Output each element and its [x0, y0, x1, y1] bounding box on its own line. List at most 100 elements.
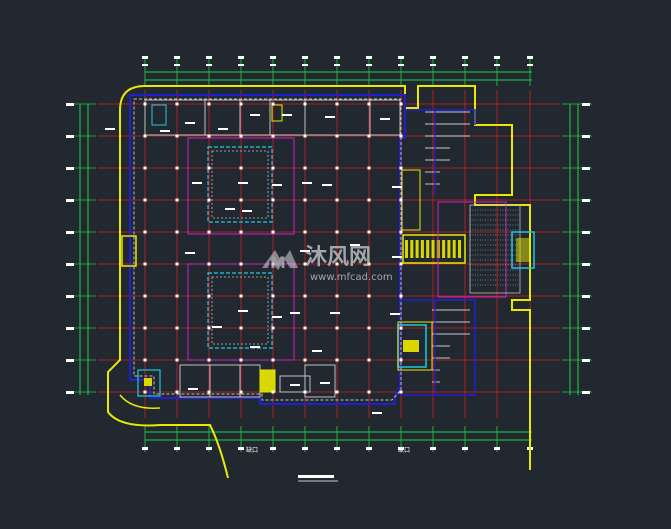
dim-text-mark — [238, 64, 244, 66]
column — [399, 390, 403, 394]
parking-ramps — [401, 110, 470, 395]
column — [367, 166, 371, 170]
column — [303, 102, 307, 106]
column — [335, 262, 339, 266]
dim-text-mark — [66, 199, 74, 202]
dim-text-mark — [270, 447, 276, 450]
dim-text-mark — [398, 64, 404, 66]
dim-text-mark — [527, 56, 533, 59]
column — [271, 358, 275, 362]
room-label-mark — [238, 310, 248, 312]
column — [143, 198, 147, 202]
stair-tread — [447, 240, 451, 258]
room-label-mark — [218, 128, 228, 130]
room-label-mark — [320, 382, 330, 384]
room-label-mark — [160, 130, 170, 132]
room-label-mark — [380, 118, 390, 120]
room-label-mark — [272, 316, 282, 318]
atrium-voids — [207, 146, 273, 349]
column — [335, 390, 339, 394]
stair-tread — [452, 240, 456, 258]
column — [335, 134, 339, 138]
column — [303, 166, 307, 170]
room-label-mark — [105, 128, 115, 130]
column — [175, 198, 179, 202]
column — [143, 134, 147, 138]
watermark-url: www.mfcad.com — [310, 272, 393, 283]
dim-text-mark — [66, 327, 74, 330]
column — [399, 326, 403, 330]
column — [271, 294, 275, 298]
dim-text-mark — [174, 56, 180, 59]
column — [335, 294, 339, 298]
column — [175, 326, 179, 330]
room-label-mark — [185, 122, 195, 124]
room-label-mark — [312, 350, 322, 352]
column — [175, 390, 179, 394]
room-label-mark — [272, 184, 282, 186]
column — [335, 102, 339, 106]
room-label-mark — [350, 244, 360, 246]
column — [367, 294, 371, 298]
stair-tread — [426, 240, 430, 258]
column — [239, 390, 243, 394]
dim-text-mark — [142, 447, 148, 450]
column — [175, 358, 179, 362]
column — [367, 390, 371, 394]
column — [399, 102, 403, 106]
svg-text:M: M — [270, 253, 286, 272]
column — [303, 262, 307, 266]
column — [367, 134, 371, 138]
dim-text-mark — [494, 64, 500, 66]
column — [399, 358, 403, 362]
stair-core — [397, 321, 433, 371]
dim-text-mark — [66, 167, 74, 170]
stair-tread — [410, 240, 414, 258]
top-dimension-chain — [142, 56, 533, 86]
dim-text-mark — [238, 56, 244, 59]
column — [143, 390, 147, 394]
watermark: M 沐风网 www.mfcad.com — [262, 245, 393, 283]
column — [367, 262, 371, 266]
bottom-label-2: 缺口 — [398, 446, 410, 454]
stair-tread — [415, 240, 419, 258]
column — [239, 198, 243, 202]
dim-text-mark — [527, 64, 533, 66]
dim-text-mark — [66, 295, 74, 298]
dim-text-mark — [66, 135, 74, 138]
room-label-mark — [300, 250, 310, 252]
room-label-mark — [192, 182, 202, 184]
column — [175, 262, 179, 266]
dim-text-mark — [238, 447, 244, 450]
watermark-logo-icon: M — [262, 250, 298, 272]
dim-text-mark — [174, 447, 180, 450]
column — [207, 326, 211, 330]
dim-text-mark — [582, 359, 590, 362]
column — [367, 326, 371, 330]
room-label-mark — [238, 182, 248, 184]
dim-text-mark — [582, 103, 590, 106]
column — [367, 358, 371, 362]
column — [399, 166, 403, 170]
column — [271, 166, 275, 170]
stair-tread — [442, 240, 446, 258]
scale-bar — [298, 475, 338, 482]
hatched-area — [470, 209, 520, 286]
column — [175, 102, 179, 106]
dim-text-mark — [462, 447, 468, 450]
stair-tread — [431, 240, 435, 258]
column — [175, 230, 179, 234]
column — [335, 326, 339, 330]
bottom-label-1: 缺口 — [246, 446, 258, 454]
column — [175, 134, 179, 138]
stair-tread — [458, 240, 461, 258]
column — [207, 198, 211, 202]
dim-text-mark — [398, 56, 404, 59]
column — [239, 230, 243, 234]
dim-text-mark — [302, 447, 308, 450]
column — [399, 262, 403, 266]
column — [335, 230, 339, 234]
dim-text-mark — [582, 327, 590, 330]
column — [207, 230, 211, 234]
room-label-mark — [330, 312, 340, 314]
